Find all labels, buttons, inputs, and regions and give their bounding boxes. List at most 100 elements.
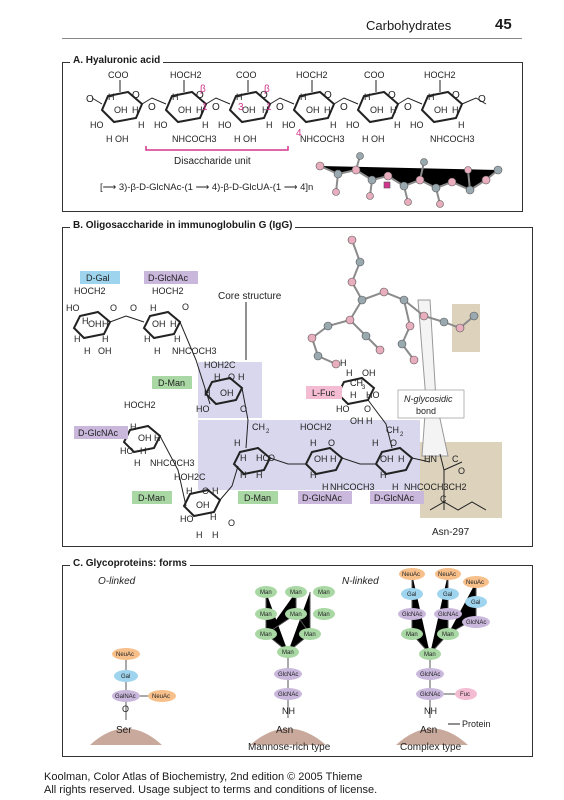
svg-text:H: H — [256, 470, 263, 480]
beta-label-1: β — [200, 84, 206, 95]
asn-297-label: Asn-297 — [432, 527, 470, 538]
svg-text:Man: Man — [290, 612, 302, 618]
svg-text:2: 2 — [400, 432, 404, 438]
svg-text:H: H — [170, 319, 177, 329]
svg-text:H: H — [238, 372, 245, 382]
svg-text:H: H — [154, 433, 161, 443]
svg-text:OH: OH — [350, 416, 364, 426]
nh-label-1: NH — [282, 706, 295, 716]
svg-text:O: O — [212, 102, 220, 113]
svg-text:O: O — [276, 102, 284, 113]
svg-text:OH: OH — [88, 319, 102, 329]
o-linked-label: O-linked — [98, 576, 136, 587]
svg-text:HO: HO — [66, 303, 80, 313]
sub-label-3: H OH — [234, 134, 257, 144]
svg-text:HOCH2: HOCH2 — [124, 400, 156, 410]
group-hoch2-3: HOCH2 — [424, 70, 456, 80]
svg-text:OH: OH — [314, 454, 328, 464]
svg-text:Man: Man — [406, 632, 418, 638]
svg-text:NHCOCH3: NHCOCH3 — [172, 346, 217, 356]
svg-text:Gal: Gal — [407, 592, 416, 598]
copyright-footer: Koolman, Color Atlas of Biochemistry, 2n… — [44, 771, 377, 797]
svg-text:H: H — [240, 453, 247, 463]
svg-text:H: H — [196, 105, 203, 115]
group-hoch2-2: HOCH2 — [296, 70, 328, 80]
asn-label-2: Asn — [420, 725, 437, 736]
igg-sugar-tags: D-Gal D-GlcNAc D-Man D-GlcNAc D-Man D-Ma… — [74, 271, 424, 504]
ring-man-bottom — [182, 488, 222, 518]
svg-text:H: H — [350, 390, 357, 400]
ring-gal — [72, 310, 112, 340]
svg-text:Gal: Gal — [121, 674, 130, 680]
beta-label-2: β — [264, 84, 270, 95]
position-3-label: 3 — [238, 102, 244, 113]
tag-d-man-1: D-Man — [158, 378, 185, 388]
svg-text:NeuAc: NeuAc — [466, 580, 484, 586]
svg-text:H: H — [234, 438, 241, 448]
svg-text:H: H — [346, 368, 353, 378]
svg-text:OH: OH — [178, 105, 192, 115]
svg-text:NeuAc: NeuAc — [116, 652, 134, 658]
svg-text:HO: HO — [410, 120, 424, 130]
svg-text:H: H — [330, 454, 337, 464]
svg-text:HO: HO — [120, 446, 134, 456]
svg-text:HOCH2: HOCH2 — [300, 422, 332, 432]
core-structure-label: Core structure — [218, 291, 282, 302]
ring-man-top — [204, 376, 244, 406]
svg-text:H: H — [196, 530, 203, 540]
svg-text:CH: CH — [252, 422, 265, 432]
ring-5 — [356, 90, 400, 124]
ring-man-center — [232, 446, 272, 476]
svg-text:H: H — [266, 120, 273, 130]
svg-text:O: O — [130, 303, 137, 313]
protein-dome-ser — [90, 728, 162, 745]
svg-text:GlcNAc: GlcNAc — [402, 612, 422, 618]
svg-text:H: H — [102, 319, 109, 329]
ser-label: Ser — [116, 725, 132, 736]
svg-text:H: H — [82, 316, 89, 326]
svg-text:HO: HO — [256, 453, 270, 463]
sub-label-2: NHCOCH3 — [172, 134, 217, 144]
svg-text:OH: OH — [98, 346, 112, 356]
svg-text:O: O — [260, 90, 268, 101]
svg-text:H: H — [144, 334, 151, 344]
svg-text:GlcNAc: GlcNAc — [278, 672, 298, 678]
svg-text:O: O — [148, 102, 156, 113]
mannose-chain-nodes: Man Man Man Man Man Man Man Man Man GlcN… — [255, 586, 335, 700]
svg-text:O: O — [228, 518, 235, 528]
svg-text:HO: HO — [282, 120, 296, 130]
footer-line-1: Koolman, Color Atlas of Biochemistry, 2n… — [44, 771, 363, 783]
group-hoch2-1: HOCH2 — [170, 70, 202, 80]
nh-label-2: NH — [424, 706, 437, 716]
svg-text:H: H — [390, 105, 397, 115]
svg-text:O: O — [390, 438, 397, 448]
svg-text:Fuc: Fuc — [460, 692, 470, 698]
svg-text:O: O — [388, 90, 396, 101]
tag-d-glcnac-left: D-GlcNAc — [78, 428, 118, 438]
olinked-nodes: NeuAc Gal GalNAc NeuAc — [112, 648, 176, 702]
svg-text:HOH2C: HOH2C — [204, 360, 236, 370]
svg-text:H: H — [210, 512, 217, 522]
svg-text:H: H — [392, 482, 399, 492]
svg-text:OH: OH — [196, 500, 210, 510]
svg-text:OH: OH — [370, 105, 384, 115]
sub-label-5: H OH — [362, 134, 385, 144]
svg-text:H: H — [138, 120, 145, 130]
svg-text:NeuAc: NeuAc — [402, 572, 420, 578]
svg-text:H: H — [380, 470, 387, 480]
svg-text:GlcNAc: GlcNAc — [466, 620, 486, 626]
panel-a-label: A. Hyaluronic acid — [70, 55, 164, 66]
tag-d-glcnac-c2: D-GlcNAc — [374, 493, 414, 503]
svg-text:HO: HO — [366, 390, 380, 400]
bond-label-box — [397, 389, 465, 419]
svg-text:HOCH2: HOCH2 — [74, 286, 106, 296]
svg-text:H: H — [202, 120, 209, 130]
olinked-chain — [125, 654, 150, 720]
svg-text:H: H — [458, 120, 465, 130]
ring-1 — [100, 90, 144, 124]
hyaluronic-rings — [100, 90, 464, 124]
svg-text:O: O — [478, 94, 486, 105]
